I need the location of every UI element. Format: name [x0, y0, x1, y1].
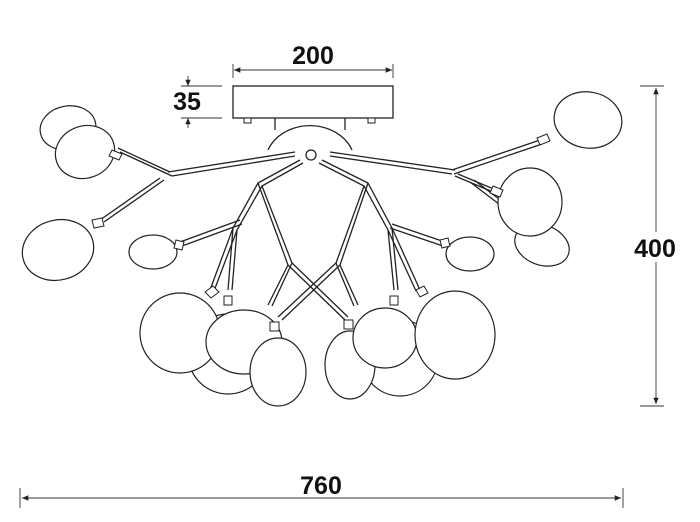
total-width-label: 760 — [300, 472, 342, 500]
canopy-height-label: 35 — [173, 88, 201, 116]
canopy-width-label: 200 — [292, 42, 334, 70]
total-height-label: 400 — [634, 235, 676, 263]
dimension-canopy-width: 200 — [232, 42, 394, 78]
dimension-total-height: 400 — [634, 85, 676, 407]
dimension-total-width: 760 — [19, 472, 624, 508]
ceiling-canopy — [232, 85, 394, 161]
chandelier-arms — [99, 139, 543, 321]
dimension-canopy-height: 35 — [173, 76, 222, 128]
globe-bulbs — [21, 91, 623, 407]
